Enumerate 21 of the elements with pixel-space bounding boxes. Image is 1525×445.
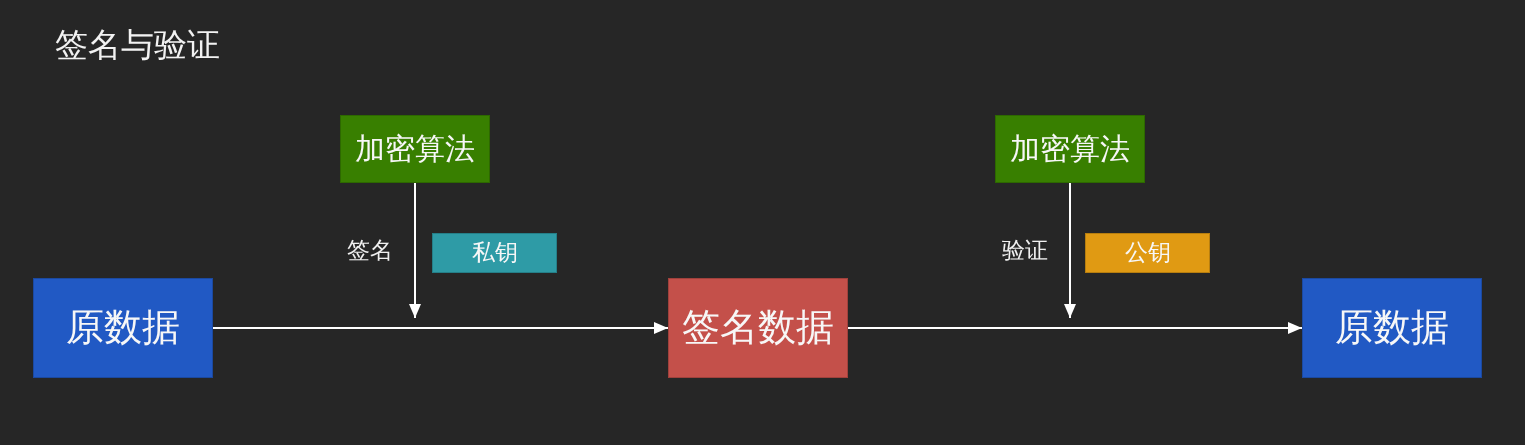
arrow bbox=[212, 322, 669, 334]
edge-label: 签名 bbox=[347, 236, 393, 265]
node-text: 公钥 bbox=[1124, 239, 1171, 267]
node-text: 加密算法 bbox=[1010, 131, 1130, 167]
node-text: 原数据 bbox=[1335, 305, 1449, 351]
arrow bbox=[1064, 182, 1076, 319]
algorithm-block bbox=[340, 115, 490, 183]
edge-label: 验证 bbox=[1002, 236, 1048, 265]
data-block bbox=[668, 278, 848, 378]
algorithm-block bbox=[995, 115, 1145, 183]
diagram-title: 签名与验证 bbox=[55, 25, 220, 65]
node-text: 原数据 bbox=[66, 305, 180, 351]
key-block bbox=[432, 233, 557, 273]
node-text: 私钥 bbox=[471, 239, 518, 267]
key-block bbox=[1085, 233, 1210, 273]
data-block bbox=[1302, 278, 1482, 378]
node-text: 签名数据 bbox=[682, 305, 834, 351]
arrow bbox=[409, 182, 421, 319]
node-text: 加密算法 bbox=[355, 131, 475, 167]
arrow bbox=[847, 322, 1303, 334]
data-block bbox=[33, 278, 213, 378]
